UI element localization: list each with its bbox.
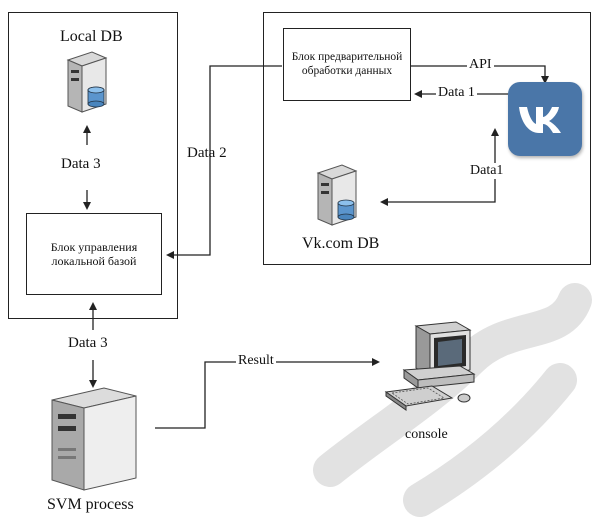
console-computer-icon [384,321,476,411]
local-db-management-label: Блок управления локальной базой [50,239,138,268]
api-label: API [467,57,494,73]
svm-server-icon [51,387,137,491]
data2-label: Data 2 [187,145,227,161]
data1-right-label: Data1 [468,163,506,179]
local-db-server-icon [66,51,108,113]
local-db-label: Local DB [60,28,123,45]
svm-label: SVM process [47,496,134,513]
data3-bottom-label: Data 3 [66,335,110,352]
preprocessing-label: Блок предварительной обработки данных [291,50,403,77]
data1-left-label: Data 1 [436,85,477,101]
vk-subsystem-frame [263,12,591,265]
console-label: console [405,427,448,442]
preprocessing-block: Блок предварительной обработки данных [283,28,411,101]
arrow-result [155,358,380,429]
arrow-data2 [166,65,282,259]
vk-db-label: Vk.com DB [302,235,380,252]
arrow-api [410,65,549,84]
vk-logo-icon [508,82,582,156]
local-db-management-block: Блок управления локальной базой [26,213,162,295]
vk-db-server-icon [316,164,358,226]
data3-top-label: Data 3 [61,156,101,172]
result-label: Result [236,353,276,369]
